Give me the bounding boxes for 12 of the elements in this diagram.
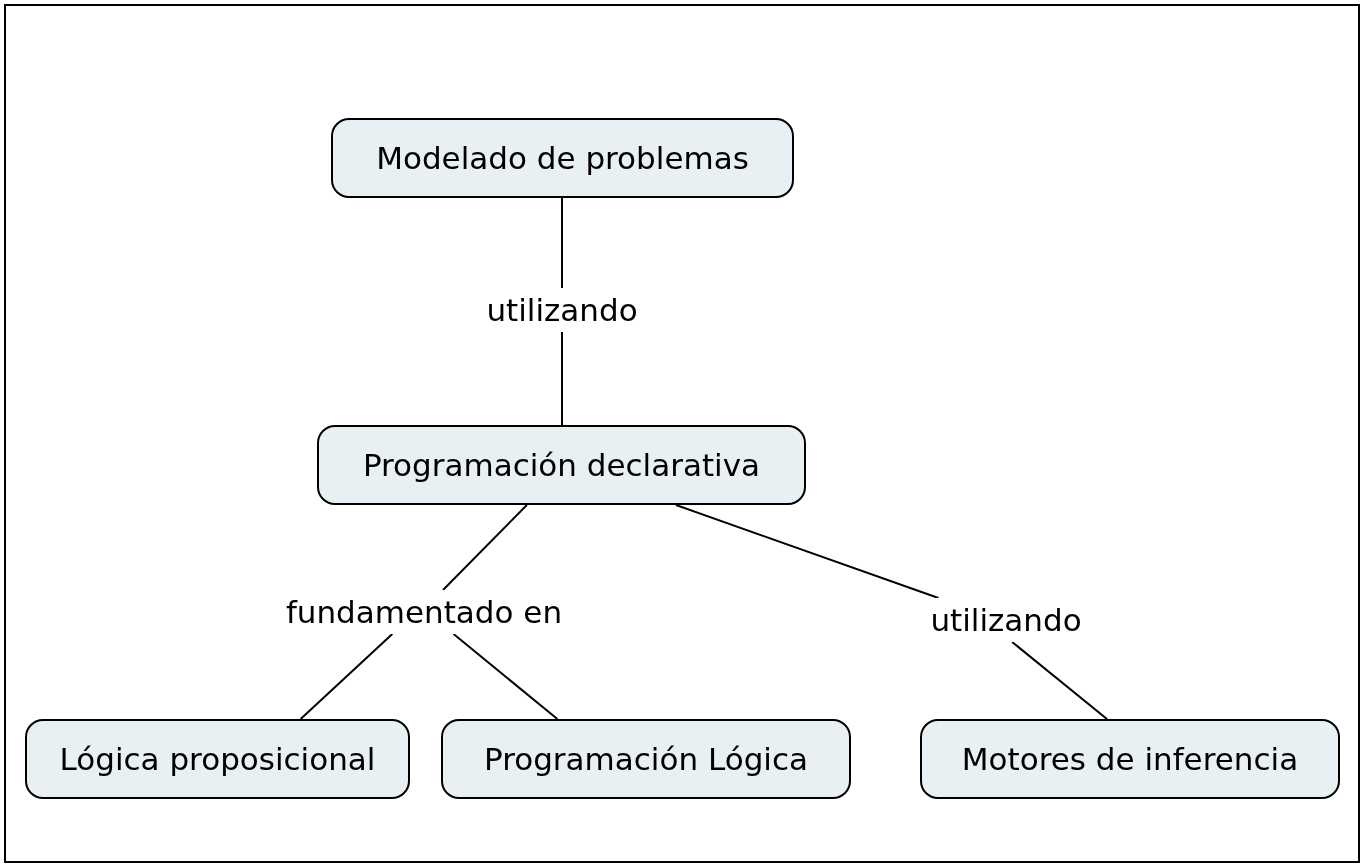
connector-line xyxy=(452,633,559,720)
connector-line xyxy=(1011,641,1108,720)
connector-line xyxy=(674,504,940,599)
connector-line xyxy=(561,331,563,426)
concept-box: Programación Lógica xyxy=(441,719,851,799)
connector-line xyxy=(299,633,394,720)
connector-line xyxy=(442,504,528,591)
concept-box: Programación declarativa xyxy=(317,425,806,505)
concept-box: Lógica proposicional xyxy=(25,719,410,799)
connector-line xyxy=(561,197,563,289)
concept-box: Modelado de problemas xyxy=(331,118,794,198)
concept-box: Motores de inferencia xyxy=(920,719,1340,799)
